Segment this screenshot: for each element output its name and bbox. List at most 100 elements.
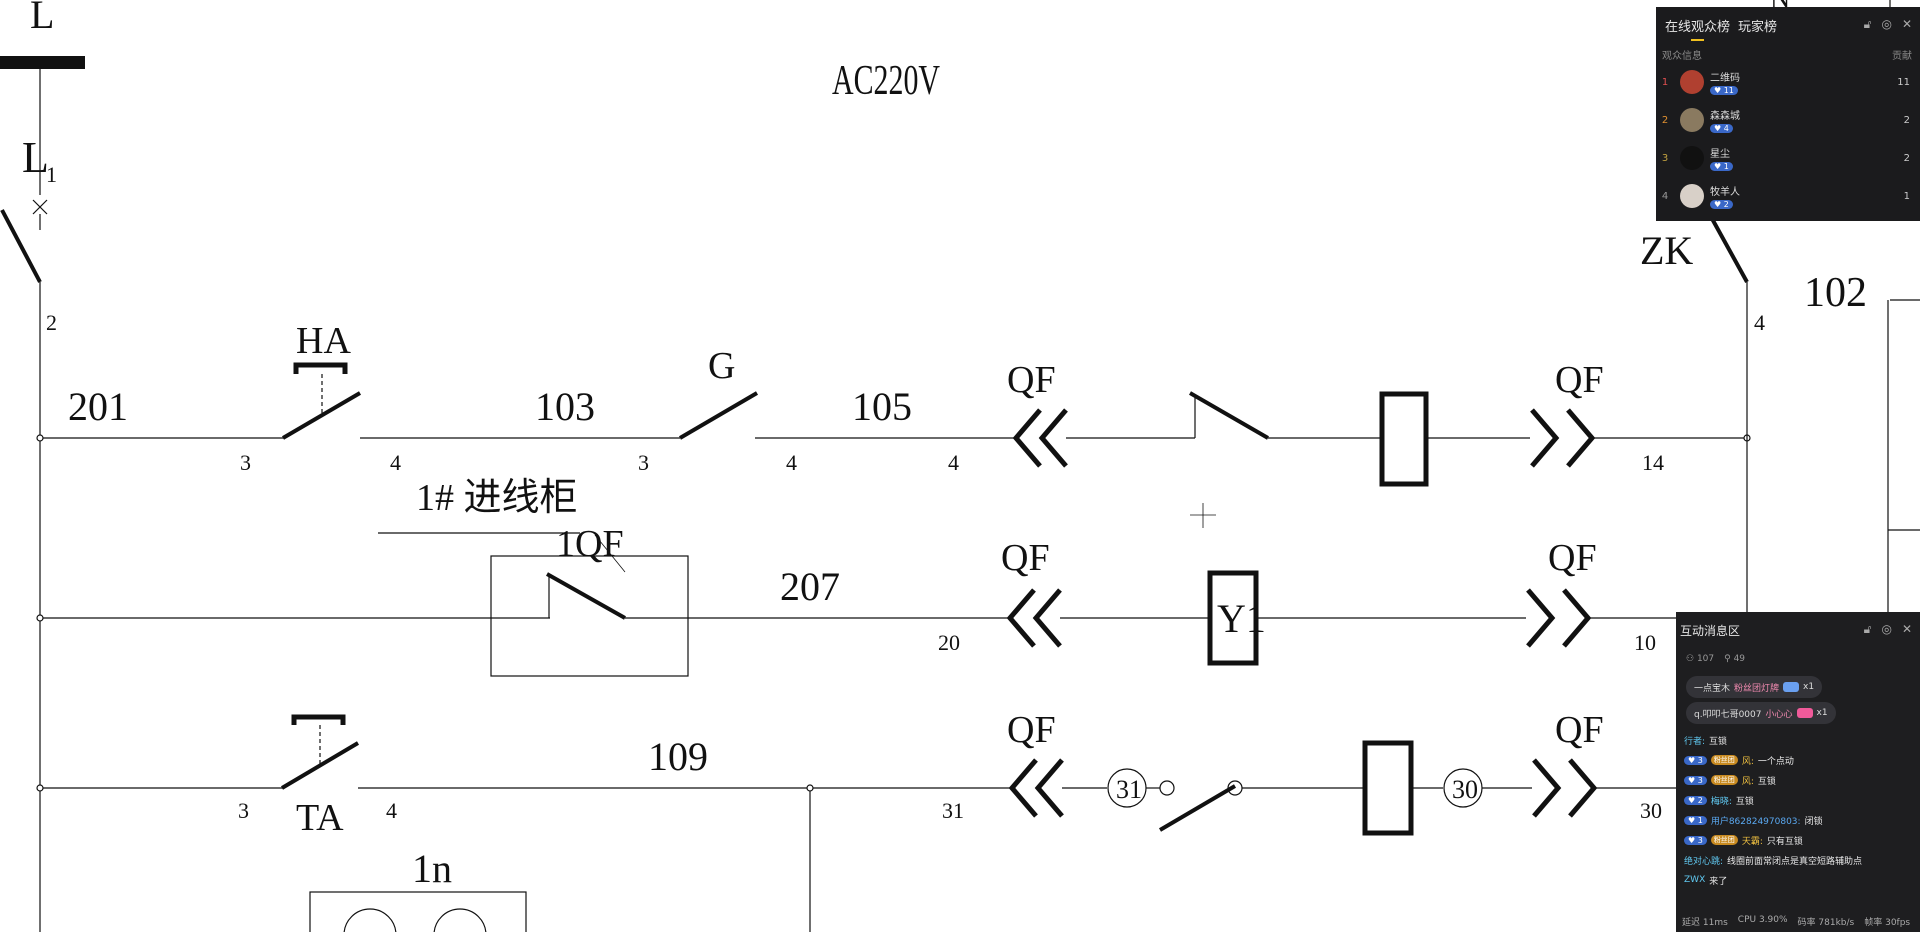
message-text: 来了 <box>1709 876 1728 887</box>
chat-message: 行者:互锁 <box>1684 730 1914 750</box>
rank-number: 4 <box>1661 190 1669 202</box>
contribution-score: 1 <box>1903 190 1910 202</box>
label-qf-r2-right: QF <box>1548 537 1597 579</box>
avatar[interactable] <box>1680 70 1704 94</box>
user-name: 二维码 <box>1710 73 1740 84</box>
avatar[interactable] <box>1680 184 1704 208</box>
wire-102: 102 <box>1804 270 1867 316</box>
chat-panel-header: 互动消息区 🔓︎ ◎ ✕ <box>1676 612 1920 648</box>
gift-item: 小心心 <box>1765 709 1793 720</box>
gift-count: x1 <box>1803 682 1815 692</box>
message-text: 互锁 <box>1757 776 1776 787</box>
lock-icon[interactable]: 🔓︎ <box>1863 17 1872 31</box>
message-text: 线圈前面常闭点是真空短路辅助点 <box>1727 856 1863 867</box>
label-1n: 1n <box>412 846 452 891</box>
label-qf-r3-left: QF <box>1007 709 1056 751</box>
fan-club-badge: 粉丝团 <box>1710 755 1738 765</box>
settings-icon[interactable]: ◎ <box>1881 622 1892 636</box>
level-value: 1 <box>1723 162 1729 171</box>
level-value: 4 <box>1723 124 1729 133</box>
phase-bus-bar <box>0 56 85 69</box>
cabinet-label: 1# 进线柜 <box>416 477 578 519</box>
close-icon[interactable]: ✕ <box>1901 17 1912 31</box>
audience-info-label: 观众信息 <box>1662 51 1702 62</box>
latency: 延迟 11ms <box>1682 918 1728 928</box>
level-badge: ♥ 4 <box>1710 124 1733 133</box>
settings-icon[interactable]: ◎ <box>1881 17 1892 31</box>
level-value: 1 <box>1697 815 1703 825</box>
total-count: ⚲ 49 <box>1724 654 1746 664</box>
terminal-label: 30 <box>1640 798 1662 823</box>
message-author[interactable]: 风: <box>1741 776 1754 787</box>
level-badge: ♥ 3 <box>1684 835 1707 845</box>
label-qf-r2-left: QF <box>1001 537 1050 579</box>
user-name: 星尘 <box>1710 149 1730 160</box>
level-badge: ♥ 2 <box>1684 795 1707 805</box>
rank-number: 3 <box>1661 152 1669 164</box>
terminal-label: 31 <box>942 798 964 823</box>
label-ZK: ZK <box>1640 228 1693 273</box>
fan-club-badge: 粉丝团 <box>1710 775 1738 785</box>
label-L-top: L <box>30 0 54 37</box>
tab-online-audience[interactable]: 在线观众榜 <box>1665 16 1730 41</box>
message-author[interactable]: 梅晓: <box>1710 796 1732 807</box>
level-badge: ♥ 1 <box>1684 815 1707 825</box>
message-author[interactable]: 天霸: <box>1741 836 1763 847</box>
level-value: 3 <box>1697 775 1703 785</box>
fan-club-badge: 粉丝团 <box>1710 835 1738 845</box>
framerate: 帧率 30fps <box>1864 918 1911 928</box>
rank-panel-header: 在线观众榜 玩家榜 🔓︎ ◎ ✕ <box>1656 7 1920 43</box>
lock-icon[interactable]: 🔓︎ <box>1863 622 1872 636</box>
terminal-label: 3 <box>240 450 251 475</box>
label-HA: HA <box>296 320 351 362</box>
message-text: 互锁 <box>1735 796 1754 807</box>
chat-message: 绝对心跳:线圈前面常闭点是真空短路辅助点 <box>1684 850 1914 870</box>
diagram-title: AC220V <box>832 58 940 104</box>
level-badge: ♥ 2 <box>1710 200 1733 209</box>
terminal-circle-31: 31 <box>1116 775 1142 804</box>
label-1QF: 1QF <box>556 523 624 565</box>
label-qf-r1-right: QF <box>1555 359 1604 401</box>
contribution-score: 2 <box>1903 114 1910 126</box>
chat-title: 互动消息区 <box>1680 623 1741 638</box>
message-author[interactable]: 用户862824970803: <box>1710 816 1801 827</box>
contribution-score: 11 <box>1897 76 1910 88</box>
message-text: 闭锁 <box>1804 816 1823 827</box>
contribution-label: 贡献 <box>1892 51 1912 62</box>
avatar[interactable] <box>1680 146 1704 170</box>
level-value: 3 <box>1697 835 1703 845</box>
level-value: 3 <box>1697 755 1703 765</box>
message-author[interactable]: 绝对心跳: <box>1684 856 1724 867</box>
message-author[interactable]: ZWX <box>1684 875 1706 885</box>
rank-number: 2 <box>1661 114 1669 126</box>
avatar[interactable] <box>1680 108 1704 132</box>
terminal-label: 4 <box>948 450 959 475</box>
online-count: ⚇ 107 <box>1686 654 1715 664</box>
terminal-2: 2 <box>46 310 57 335</box>
label-TA: TA <box>296 797 344 839</box>
message-author[interactable]: 风: <box>1741 756 1754 767</box>
terminal-label: 10 <box>1634 630 1656 655</box>
terminal-label: 3 <box>238 798 249 823</box>
level-badge: ♥ 3 <box>1684 755 1707 765</box>
terminal-4-zk: 4 <box>1754 310 1765 335</box>
wire-103: 103 <box>535 384 595 429</box>
level-badge: ♥ 11 <box>1710 86 1738 95</box>
message-author[interactable]: 行者: <box>1684 736 1706 747</box>
close-icon[interactable]: ✕ <box>1901 622 1912 636</box>
tab-players[interactable]: 玩家榜 <box>1738 19 1778 35</box>
